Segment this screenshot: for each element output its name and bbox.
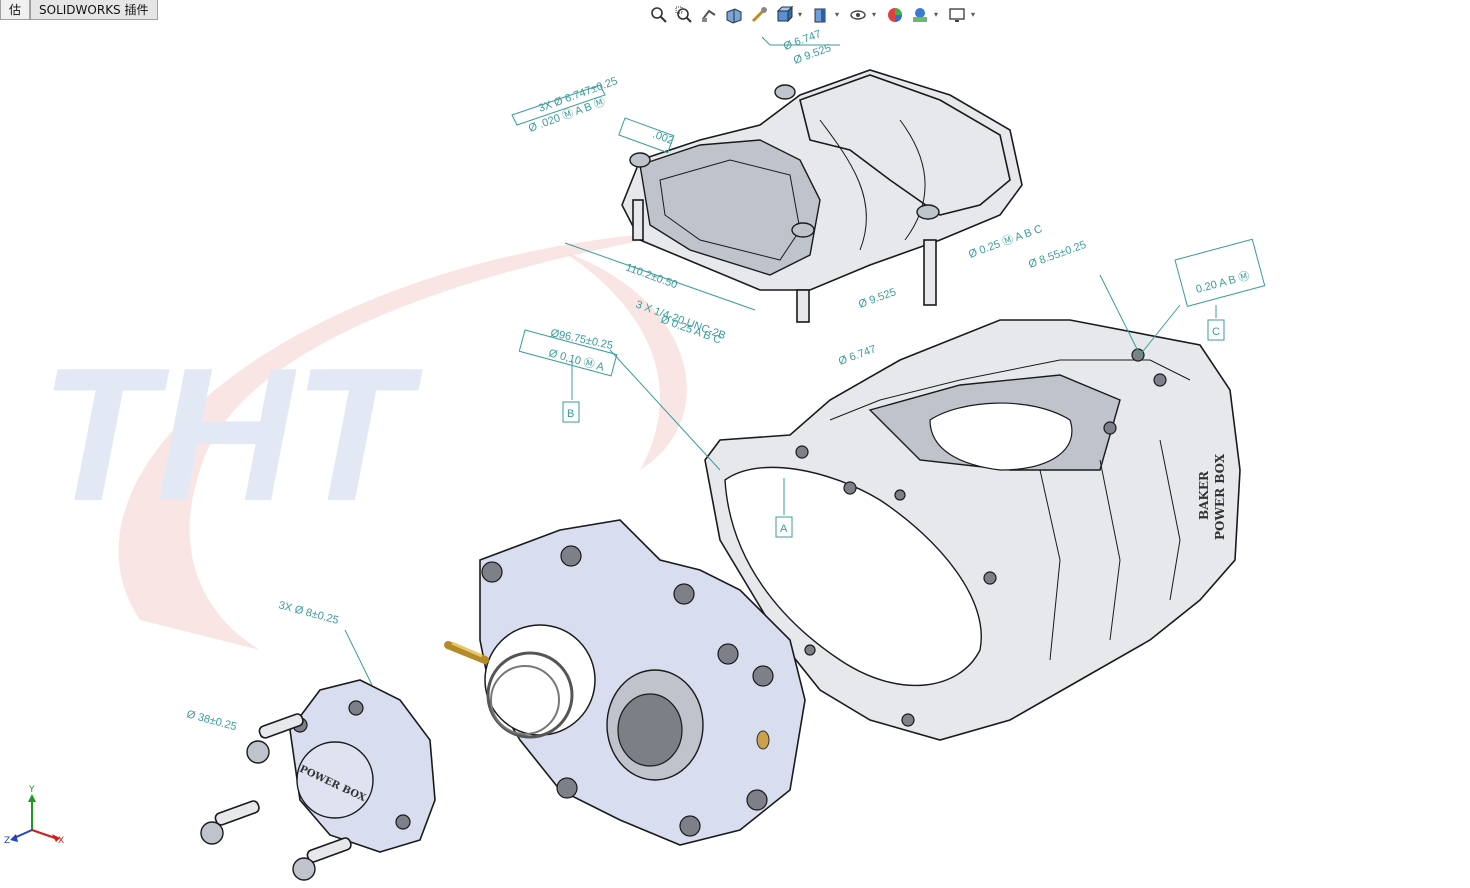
- tab-evaluate[interactable]: 估: [0, 0, 31, 20]
- ann-cover-flat: .002: [651, 129, 675, 148]
- ann-cover-bottom-d: Ø 9.525: [857, 286, 898, 311]
- triad-z-label: Z: [4, 836, 10, 846]
- heads-up-view-toolbar: ▾ ▾ ▾ ▾ ▾: [648, 3, 980, 27]
- hide-show-dropdown-icon[interactable]: ▾: [872, 10, 877, 19]
- housing-engraving-baker: BAKER: [1197, 470, 1211, 520]
- bolt-parts[interactable]: [200, 713, 352, 881]
- grease-fitting-part[interactable]: [444, 641, 489, 664]
- ann-cover-bottom-d2: Ø 6.747: [837, 343, 878, 368]
- view-settings-icon[interactable]: [946, 4, 968, 26]
- axis-triad: Y X Z: [4, 785, 64, 846]
- ann-ring-3x: 3X Ø 8±0.25: [277, 599, 340, 627]
- ann-cover-length: 110.2±0.50: [624, 262, 679, 292]
- ann-housing-pos2: Ø 0.25 Ⓜ A B C: [967, 222, 1044, 261]
- section-view-icon[interactable]: [723, 4, 745, 26]
- watermark: THT: [40, 230, 700, 650]
- datum-c: C: [1212, 326, 1220, 338]
- watermark-brand: THT: [40, 329, 423, 541]
- ann-ring-diameter: Ø 38±0.25: [185, 708, 238, 733]
- housing-engraving-powerbox: POWER BOX: [1213, 453, 1227, 540]
- zoom-area-icon[interactable]: [673, 4, 695, 26]
- display-style-icon[interactable]: [810, 4, 832, 26]
- main-housing-part[interactable]: BAKER POWER BOX: [704, 319, 1241, 741]
- hide-show-icon[interactable]: [847, 4, 869, 26]
- apply-scene-icon[interactable]: [909, 4, 931, 26]
- view-settings-dropdown-icon[interactable]: ▾: [971, 10, 976, 19]
- zoom-to-fit-icon[interactable]: [648, 4, 670, 26]
- top-cover-part[interactable]: [621, 69, 1023, 323]
- rear-cap-part[interactable]: POWER BOX: [289, 679, 436, 853]
- dynamic-annotation-icon[interactable]: [748, 4, 770, 26]
- ann-housing-d2: Ø 8.55±0.25: [1027, 239, 1088, 271]
- display-style-dropdown-icon[interactable]: ▾: [835, 10, 840, 19]
- previous-view-icon[interactable]: [698, 4, 720, 26]
- command-manager-tabs: 估 SOLIDWORKS 插件: [0, 0, 158, 22]
- tab-solidworks-addins[interactable]: SOLIDWORKS 插件: [30, 0, 158, 20]
- ann-housing-diameter: Ø96.75±0.25: [549, 327, 614, 352]
- triad-x-label: X: [58, 836, 64, 846]
- ann-housing-perpendicularity: Ø 0,10 Ⓜ A: [547, 346, 606, 373]
- view-orientation-icon[interactable]: [773, 4, 795, 26]
- datum-a: A: [780, 523, 788, 535]
- datum-b: B: [567, 408, 574, 420]
- edit-appearance-icon[interactable]: [884, 4, 906, 26]
- apply-scene-dropdown-icon[interactable]: ▾: [934, 10, 939, 19]
- triad-y-label: Y: [28, 785, 35, 795]
- front-plate-part[interactable]: [479, 519, 806, 846]
- view-orientation-dropdown-icon[interactable]: ▾: [798, 10, 803, 19]
